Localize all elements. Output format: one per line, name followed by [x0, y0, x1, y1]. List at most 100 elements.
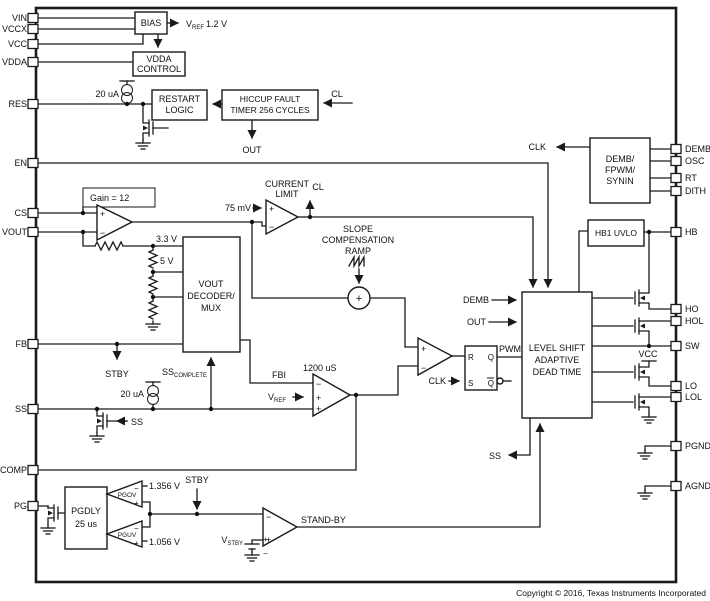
svg-text:−: −	[263, 549, 268, 558]
pin-ho: HO	[670, 303, 699, 315]
svg-text:OSC: OSC	[685, 156, 705, 166]
pin-vout: VOUT	[2, 226, 39, 238]
svg-text:PG: PG	[14, 501, 27, 511]
pwm-comparator: + −	[417, 336, 454, 377]
res-pulldown-mosfet	[142, 103, 169, 141]
summing-junction: +	[347, 286, 371, 310]
svg-text:Q: Q	[488, 379, 494, 388]
standby-label: STAND-BY	[301, 515, 346, 525]
pin-vcc: VCC	[8, 38, 39, 50]
hiccup-fault-timer-block: HICCUP FAULT TIMER 256 CYCLES	[221, 89, 319, 121]
svg-text:HO: HO	[685, 304, 699, 314]
svg-text:ADAPTIVE: ADAPTIVE	[535, 355, 580, 365]
hol-lowside-mosfet	[634, 317, 672, 347]
pin-fb: FB	[15, 338, 39, 350]
ramp-label: RAMP	[345, 246, 371, 256]
pin-demb: DEMB	[670, 143, 710, 155]
pin-hb: HB	[670, 226, 698, 238]
pin-ss: SS	[15, 403, 39, 415]
cl-main-label: CL	[312, 182, 324, 192]
svg-text:DEAD TIME: DEAD TIME	[533, 367, 582, 377]
svg-text:SS: SS	[15, 404, 27, 414]
svg-text:−: −	[134, 484, 139, 493]
svg-text:HOL: HOL	[685, 316, 704, 326]
svg-text:VCC: VCC	[8, 39, 28, 49]
pin-vin: VIN	[12, 12, 39, 24]
bias-block: BIAS	[134, 11, 168, 35]
ss-discharge-mosfet	[96, 408, 108, 434]
current-limit-label2: LIMIT	[275, 189, 299, 199]
inverter-bubble	[496, 377, 504, 385]
resistor	[147, 275, 159, 295]
vdda-control-block: VDDA CONTROL	[132, 51, 186, 77]
svg-text:BIAS: BIAS	[141, 18, 162, 28]
pin-lo: LO	[670, 380, 697, 392]
svg-text:−: −	[421, 363, 426, 373]
svg-text:LEVEL SHIFT: LEVEL SHIFT	[529, 343, 586, 353]
level-shift-block: LEVEL SHIFT ADAPTIVE DEAD TIME	[521, 291, 593, 419]
pgov-threshold-label: 1.356 V	[149, 481, 180, 491]
svg-text:VDDA: VDDA	[2, 57, 27, 67]
svg-text:VOUT: VOUT	[198, 279, 224, 289]
svg-text:+: +	[356, 293, 362, 305]
svg-text:+: +	[266, 535, 271, 545]
pin-dith: DITH	[670, 185, 706, 197]
svg-text:DEMB/: DEMB/	[606, 154, 635, 164]
error-amplifier: − + +	[312, 372, 352, 418]
demb-in-label: DEMB	[463, 295, 489, 305]
svg-text:PGUV: PGUV	[118, 532, 137, 539]
pg-opendrain-mosfet	[47, 504, 59, 526]
svg-text:DEMB: DEMB	[685, 144, 710, 154]
pin-hol: HOL	[670, 315, 704, 327]
slope-label: SLOPE	[343, 224, 373, 234]
svg-text:+: +	[134, 539, 139, 548]
ss-gate-label: SS	[131, 417, 143, 427]
svg-text:VDDA: VDDA	[146, 54, 171, 64]
clk-top-label: CLK	[528, 142, 546, 152]
cs-gain-amplifier: + −	[96, 203, 134, 242]
svg-text:−: −	[100, 228, 105, 238]
svg-text:LOGIC: LOGIC	[165, 105, 194, 115]
demb-fpwm-synin-block: DEMB/ FPWM/ SYNIN	[589, 137, 651, 204]
chip-boundary	[34, 6, 678, 584]
svg-text:AGND: AGND	[685, 481, 710, 491]
fbi-label: FBI	[272, 370, 286, 380]
svg-text:MUX: MUX	[201, 303, 221, 313]
resistor	[147, 249, 159, 269]
svg-text:DECODER/: DECODER/	[187, 291, 235, 301]
current-20ua-ss-label: 20 uA	[120, 389, 144, 399]
vcc-rail-label: VCC	[638, 349, 658, 359]
out-in-label: OUT	[467, 317, 487, 327]
resistor	[147, 300, 159, 320]
out-hiccup-label: OUT	[243, 145, 263, 155]
pins-left: VIN VCCX VCC VDDA RES EN CS VOUT FB SS C…	[0, 12, 39, 512]
svg-text:HB: HB	[685, 227, 698, 237]
pins-right: DEMB OSC RT DITH HB HO HOL SW LO LOL PGN…	[670, 143, 710, 492]
svg-text:Q: Q	[488, 353, 494, 362]
current-limit-comparator: + −	[265, 198, 300, 236]
svg-text:PGDLY: PGDLY	[71, 506, 101, 516]
svg-text:R: R	[468, 353, 474, 362]
pgdly-block: PGDLY 25 us	[64, 486, 108, 550]
pin-osc: OSC	[670, 155, 705, 167]
pgov-comparator: PGOV − +	[104, 479, 143, 509]
vstby-battery: + −	[263, 535, 268, 558]
svg-text:HB1 UVLO: HB1 UVLO	[595, 228, 637, 238]
svg-text:−: −	[134, 524, 139, 533]
lol-pulldown-mosfet	[634, 393, 672, 415]
cl-hiccup-label: CL	[331, 89, 343, 99]
svg-text:+: +	[134, 499, 139, 508]
stby-inj-label: STBY	[185, 475, 209, 485]
75mv-label: 75 mV	[225, 203, 251, 213]
ramp-waveform-icon	[348, 254, 365, 269]
svg-text:FPWM/: FPWM/	[605, 165, 635, 175]
svg-text:S: S	[468, 379, 473, 388]
svg-text:CONTROL: CONTROL	[137, 64, 181, 74]
wires	[37, 17, 672, 553]
junction-dots	[80, 101, 652, 517]
vout-decoder-mux-block: VOUT DECODER/ MUX	[182, 236, 241, 353]
svg-text:VCCX: VCCX	[2, 24, 27, 34]
